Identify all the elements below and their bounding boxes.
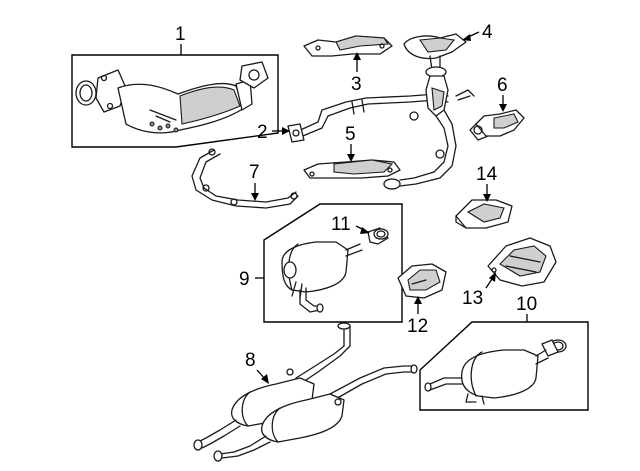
callout-5: 5 <box>345 124 356 145</box>
part-10-box <box>419 321 589 411</box>
callout-12: 12 <box>407 316 428 337</box>
part-9-box <box>263 203 403 323</box>
part-8-rear-exhaust-pipe <box>193 322 418 462</box>
part-1-box <box>71 54 279 148</box>
part-2-front-pipe <box>287 75 475 190</box>
leader-lines <box>180 31 528 384</box>
part-5-heat-shield <box>303 159 401 179</box>
part-4-front-converter <box>403 33 467 78</box>
part-14-heat-shield <box>455 199 513 229</box>
part-12-heat-shield <box>397 263 447 299</box>
part-9-muffler-group <box>263 203 403 323</box>
part-1-catalytic-converter-group <box>71 54 279 148</box>
part-6-rear-converter <box>469 109 525 141</box>
part-7-support-bracket <box>191 148 299 209</box>
callout-14: 14 <box>476 164 498 185</box>
callout-6: 6 <box>497 75 508 96</box>
callout-10: 10 <box>516 294 537 315</box>
part-11-exhaust-tip <box>367 227 389 245</box>
callout-7: 7 <box>249 162 260 183</box>
callout-8: 8 <box>245 350 256 371</box>
callout-3: 3 <box>351 74 362 95</box>
part-3-heat-shield <box>303 35 393 57</box>
part-10-rear-muffler-group <box>419 321 589 411</box>
callout-11: 11 <box>331 214 351 235</box>
callout-2: 2 <box>257 122 268 143</box>
callout-9: 9 <box>239 269 250 290</box>
callout-4: 4 <box>482 22 493 43</box>
part-1-outlet-gasket <box>239 61 269 89</box>
callout-13: 13 <box>462 288 483 309</box>
callout-labels: 1 2 3 4 5 6 7 8 9 10 11 12 13 14 <box>175 22 537 371</box>
callout-1: 1 <box>175 24 186 45</box>
part-13-heat-shield <box>487 237 557 287</box>
